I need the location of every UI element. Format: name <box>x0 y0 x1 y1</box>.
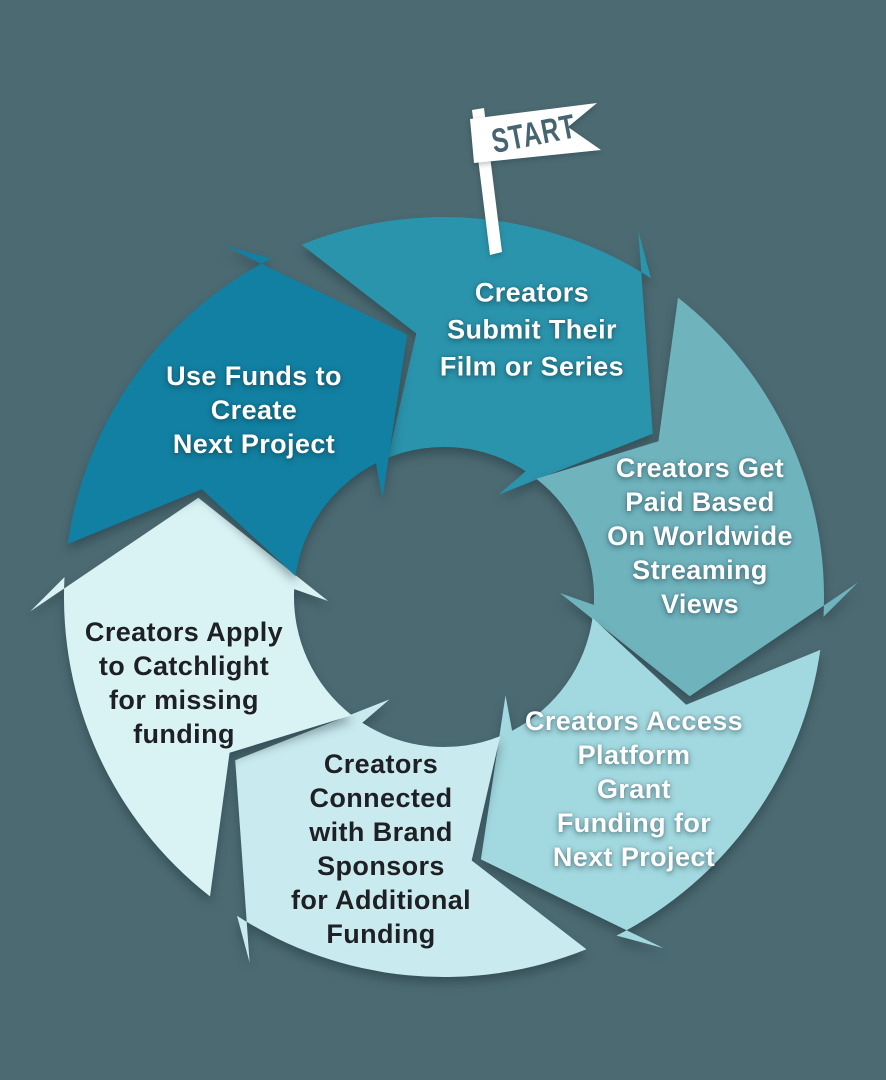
step-label-line: Submit Their <box>447 314 617 345</box>
step-label-use-funds-next-project: Use Funds to Create Next Project <box>166 359 342 461</box>
step-label-line: On Worldwide <box>607 521 793 551</box>
start-flag-banner <box>470 103 601 163</box>
cycle-arrow-apply-catchlight <box>30 497 352 897</box>
cycle-arrow-brand-sponsors <box>235 699 587 978</box>
step-label-line: Connected <box>309 783 453 813</box>
step-label-line: Streaming <box>632 555 768 585</box>
step-label-line: Sponsors <box>317 851 445 881</box>
step-label-submit-film: Creators Submit Their Film or Series <box>440 275 624 386</box>
step-label-line: Grant <box>596 774 671 804</box>
step-label-line: Creators <box>474 277 590 308</box>
step-label-line: Use Funds to <box>166 361 342 391</box>
start-flag: START <box>470 103 601 255</box>
cycle-arrow-use-funds-next-project <box>67 245 408 577</box>
cycle-arrow-get-paid-streaming <box>536 297 858 697</box>
cycle-arrows <box>30 216 858 978</box>
step-label-brand-sponsors: Creators Connected with Brand Sponsors f… <box>291 747 471 951</box>
step-label-access-grant-funding: Creators Access Platform Grant Funding f… <box>525 704 743 874</box>
step-label-line: Platform <box>577 740 691 770</box>
step-label-line: Creators Access <box>524 706 744 736</box>
step-label-line: with Brand <box>309 817 453 847</box>
step-label-line: to Catchlight <box>98 651 270 681</box>
step-label-line: Next Project <box>172 429 336 459</box>
step-label-line: for Additional <box>290 885 472 915</box>
step-label-line: funding <box>133 719 235 749</box>
step-label-apply-catchlight: Creators Apply to Catchlight for missing… <box>85 615 283 751</box>
step-label-line: Create <box>210 395 298 425</box>
step-label-line: Funding <box>326 919 436 949</box>
step-label-line: Funding for <box>556 808 712 838</box>
step-label-line: for missing <box>109 685 259 715</box>
step-label-line: Creators Apply <box>84 617 284 647</box>
step-label-line: Next Project <box>552 842 716 872</box>
step-label-line: Film or Series <box>439 351 625 382</box>
cycle-arrow-submit-film <box>301 216 653 495</box>
step-label-get-paid-streaming: Creators Get Paid Based On Worldwide Str… <box>607 451 793 621</box>
step-label-line: Paid Based <box>625 487 775 517</box>
step-label-line: Views <box>660 589 740 619</box>
cycle-arrow-access-grant-funding <box>480 617 821 949</box>
step-label-line: Creators Get <box>615 453 785 483</box>
step-label-line: Creators <box>323 749 439 779</box>
